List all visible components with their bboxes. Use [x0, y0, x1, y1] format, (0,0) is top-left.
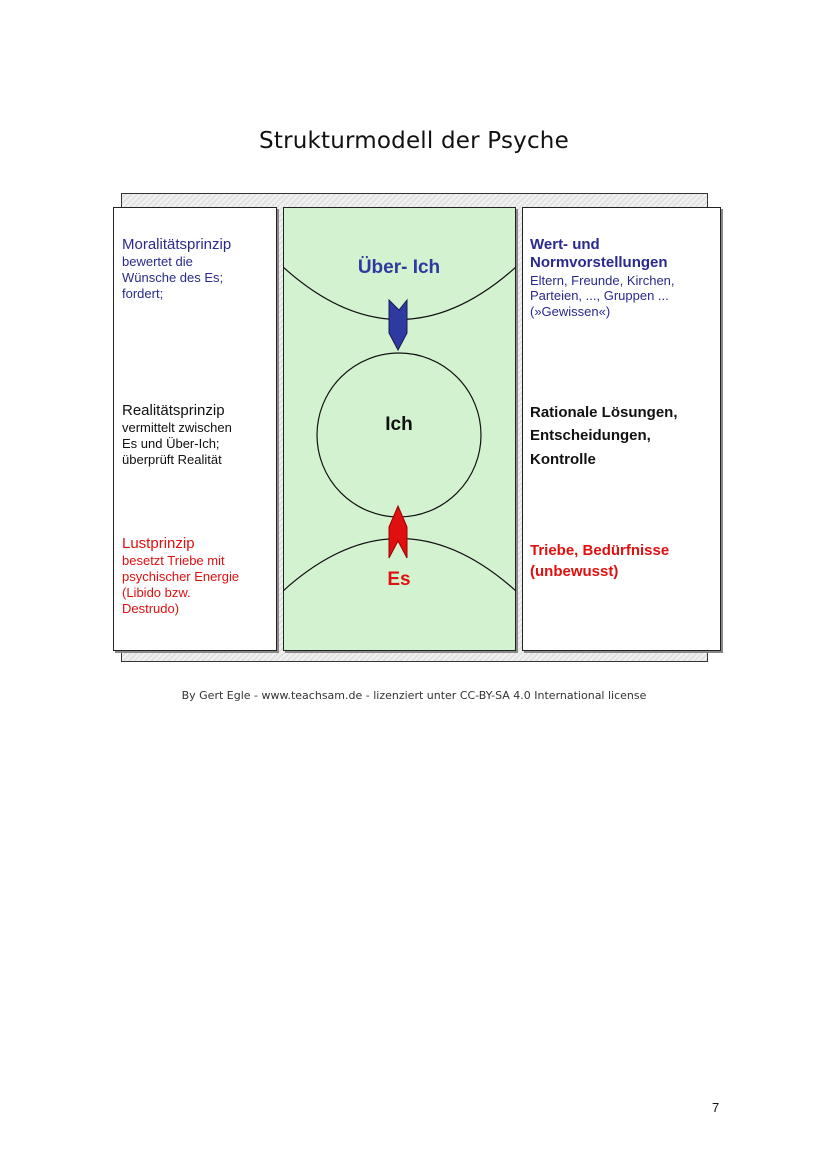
werte-title-2: Normvorstellungen: [530, 254, 668, 272]
real-title: Realitätsprinzip: [122, 402, 225, 419]
left-panel: [113, 207, 277, 651]
rational-line-3: Kontrolle: [530, 450, 596, 468]
psyche-diagram: Über- Ich Ich Es: [283, 257, 516, 592]
lust-line-1: besetzt Triebe mit: [122, 553, 225, 569]
lust-line-3: (Libido bzw.: [122, 585, 191, 601]
triebe-line-2: (unbewusst): [530, 563, 619, 580]
down-arrow-icon: [388, 298, 408, 352]
rational-line-2: Entscheidungen,: [530, 427, 651, 445]
rational-block: Rationale Lösungen, Entscheidungen, Kont…: [530, 401, 678, 471]
moral-line-2: Wünsche des Es;: [122, 270, 224, 286]
credit-line: By Gert Egle - www.teachsam.de - lizenzi…: [181, 689, 647, 702]
moral-line-1: bewertet die: [122, 254, 193, 270]
ich-label: Ich: [385, 414, 412, 435]
moral-block: Moralitätsprinzip bewertet die Wünsche d…: [122, 236, 231, 302]
moral-title: Moralitätsprinzip: [122, 236, 232, 253]
triebe-line-1: Triebe, Bedürfnisse: [530, 542, 670, 559]
page-title: Strukturmodell der Psyche: [259, 128, 569, 154]
werte-line-2: Parteien, ..., Gruppen ...: [530, 288, 669, 304]
werte-line-3: (»Gewissen«): [530, 304, 611, 320]
ueber-ich-label: Über- Ich: [358, 257, 440, 278]
werte-line-1: Eltern, Freunde, Kirchen,: [530, 272, 675, 288]
es-label: Es: [387, 569, 410, 590]
right-panel: [522, 207, 721, 651]
page-number: 7: [712, 1100, 720, 1115]
lust-line-2: psychischer Energie: [122, 569, 240, 585]
up-arrow-icon: [388, 504, 408, 559]
real-block: Realitätsprinzip vermittelt zwischen Es …: [122, 402, 232, 468]
real-line-1: vermittelt zwischen: [122, 420, 232, 436]
rational-line-1: Rationale Lösungen,: [530, 404, 678, 421]
lust-line-4: Destrudo): [122, 600, 180, 616]
moral-line-3: fordert;: [122, 286, 164, 302]
lust-title: Lustprinzip: [122, 535, 195, 552]
werte-title-1: Wert- und: [530, 236, 600, 253]
lust-block: Lustprinzip besetzt Triebe mit psychisch…: [122, 535, 239, 617]
real-line-3: überprüft Realität: [122, 452, 222, 468]
real-line-2: Es und Über-Ich;: [122, 436, 220, 452]
ich-circle: [316, 352, 482, 518]
triebe-block: Triebe, Bedürfnisse (unbewusst): [530, 540, 669, 582]
werte-block: Wert- und Normvorstellungen Eltern, Freu…: [530, 236, 675, 320]
